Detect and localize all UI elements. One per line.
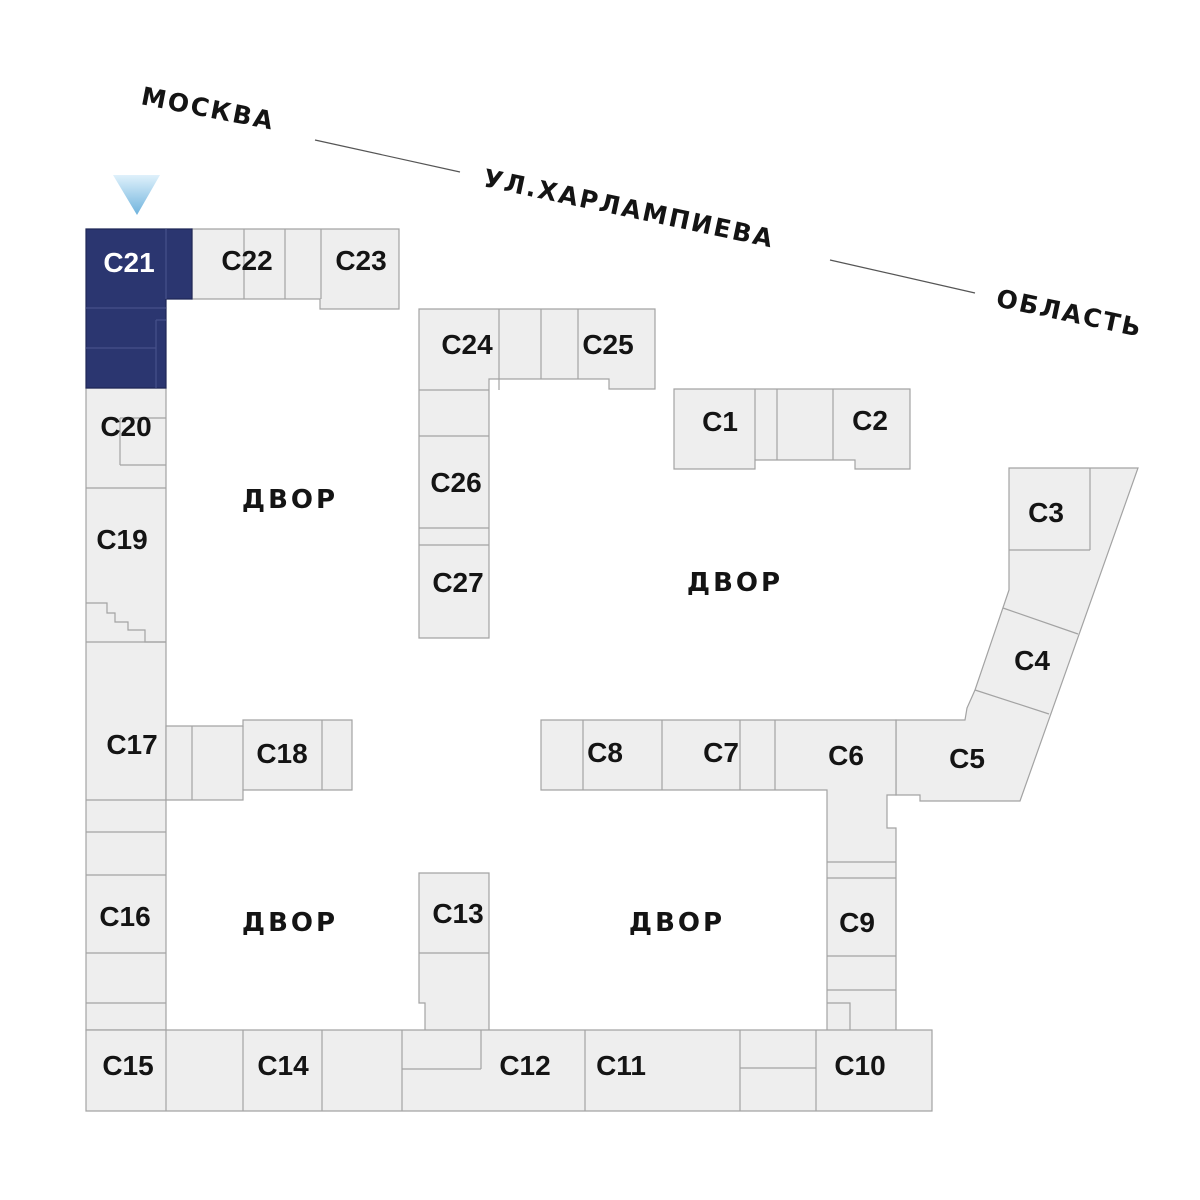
building-label-c4[interactable]: С4 bbox=[1014, 645, 1050, 676]
courtyard-label: ДВОР bbox=[629, 908, 725, 938]
building-label-c7[interactable]: С7 bbox=[703, 737, 739, 768]
building-label-c13[interactable]: С13 bbox=[432, 898, 483, 929]
building-label-c8[interactable]: С8 bbox=[587, 737, 623, 768]
building-label-c11[interactable]: С11 bbox=[596, 1050, 646, 1081]
building-label-c19[interactable]: С19 bbox=[96, 524, 147, 555]
building-label-c16[interactable]: С16 bbox=[99, 901, 150, 932]
building-label-c14[interactable]: С14 bbox=[257, 1050, 309, 1081]
south-east-frame bbox=[540, 719, 897, 1034]
street-divider bbox=[314, 139, 461, 173]
street-label-kharlampieva: УЛ.ХАРЛАМПИЕВА bbox=[481, 164, 777, 254]
street-divider bbox=[829, 259, 976, 294]
building-label-c26[interactable]: С26 bbox=[430, 467, 481, 498]
block-c13 bbox=[418, 872, 490, 1034]
building-label-c25[interactable]: С25 bbox=[582, 329, 633, 360]
street-labels: МОСКВА УЛ.ХАРЛАМПИЕВА ОБЛАСТЬ bbox=[139, 81, 1146, 342]
location-pointer-icon bbox=[113, 175, 160, 215]
building-c21-selected[interactable] bbox=[85, 228, 193, 389]
street-label-moscow: МОСКВА bbox=[139, 81, 277, 135]
building-label-c2[interactable]: С2 bbox=[852, 405, 888, 436]
building-label-c21[interactable]: С21 bbox=[103, 247, 154, 278]
building-label-c10[interactable]: С10 bbox=[834, 1050, 885, 1081]
west-wing bbox=[85, 387, 167, 1031]
building-label-c27[interactable]: С27 bbox=[432, 567, 483, 598]
block-c1-c2 bbox=[673, 388, 911, 470]
courtyard-label: ДВОР bbox=[687, 568, 783, 598]
building-label-c24[interactable]: С24 bbox=[441, 329, 493, 360]
building-labels[interactable]: С21 С22 С23 С24 С25 С1 С2 С20 С26 С3 С19… bbox=[96, 245, 1064, 1081]
building-label-c9[interactable]: С9 bbox=[839, 907, 875, 938]
block-c24-c27 bbox=[418, 308, 656, 639]
building-label-c12[interactable]: С12 bbox=[499, 1050, 550, 1081]
block-c17-c18 bbox=[165, 719, 353, 801]
building-label-c1[interactable]: С1 bbox=[702, 406, 738, 437]
courtyard-label: ДВОР bbox=[242, 485, 338, 515]
building-label-c3[interactable]: С3 bbox=[1028, 497, 1064, 528]
building-label-c17[interactable]: С17 bbox=[106, 729, 157, 760]
courtyard-label: ДВОР bbox=[242, 908, 338, 938]
courtyard-labels: ДВОР ДВОР ДВОР ДВОР bbox=[242, 485, 783, 938]
building-label-c18[interactable]: С18 bbox=[256, 738, 307, 769]
building-label-c20[interactable]: С20 bbox=[100, 411, 151, 442]
building-label-c23[interactable]: С23 bbox=[335, 245, 386, 276]
south-row bbox=[85, 1029, 933, 1112]
building-label-c6[interactable]: С6 bbox=[828, 740, 864, 771]
building-label-c5[interactable]: С5 bbox=[949, 743, 985, 774]
street-label-oblast: ОБЛАСТЬ bbox=[994, 284, 1146, 343]
east-wing bbox=[895, 467, 1139, 802]
building-label-c22[interactable]: С22 bbox=[221, 245, 272, 276]
building-label-c15[interactable]: С15 bbox=[102, 1050, 153, 1081]
